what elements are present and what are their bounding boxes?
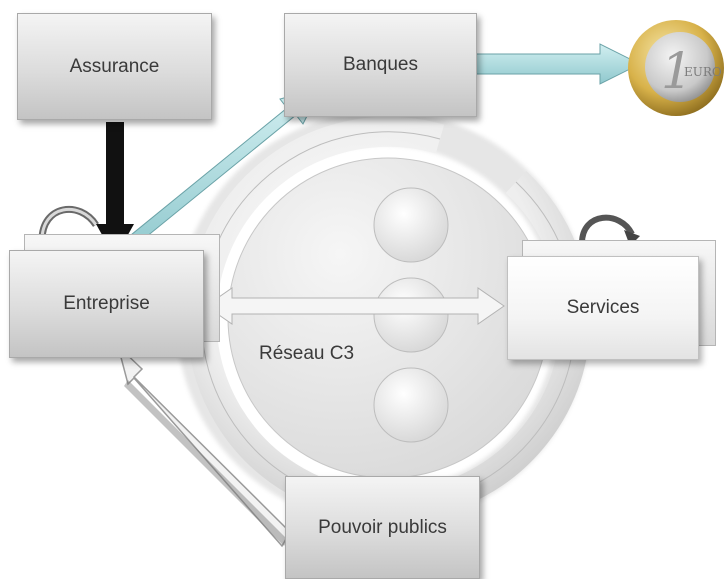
network-node-top <box>373 187 449 263</box>
arrow-entreprise-services-bidirectional <box>205 287 505 325</box>
reseau-c3-label: Réseau C3 <box>259 343 355 364</box>
entreprise-label: Entreprise <box>63 293 150 314</box>
assurance-label: Assurance <box>69 55 160 77</box>
services-box: Services <box>507 256 699 360</box>
svg-text:1: 1 <box>661 42 693 100</box>
banques-label: Banques <box>342 54 418 75</box>
assurance-box: Assurance <box>17 13 212 120</box>
network-node-middle <box>373 277 449 353</box>
banques-box: Banques <box>284 13 477 117</box>
network-node-bottom <box>373 367 449 443</box>
services-label: Services <box>566 297 640 318</box>
svg-text:EURO: EURO <box>684 65 722 79</box>
loop-arrow-entreprise <box>38 206 99 241</box>
entreprise-box: Entreprise <box>9 250 204 358</box>
euro-coin-icon: 1 EURO <box>628 20 724 116</box>
loop-arrow-services <box>579 214 640 246</box>
pouvoir-publics-label: Pouvoir publics <box>318 516 447 538</box>
arrow-pouvoir-to-entreprise <box>116 343 291 548</box>
arrow-banques-to-euro <box>459 43 642 85</box>
pouvoir-publics-box: Pouvoir publics <box>285 476 480 579</box>
